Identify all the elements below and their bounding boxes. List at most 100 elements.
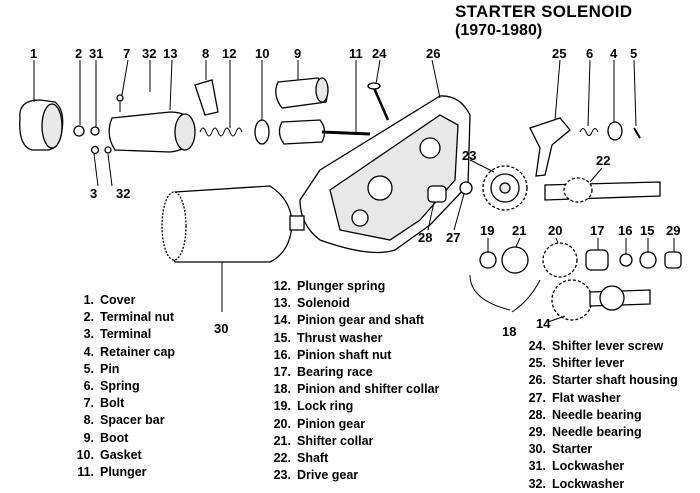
callout-9: 9 (294, 46, 301, 61)
legend-label: Lockwasher (552, 476, 625, 491)
legend-item: 6. Spring (70, 378, 175, 395)
callout-20: 20 (548, 223, 562, 238)
legend-label: Bolt (100, 396, 125, 411)
legend-label: Pinion shaft nut (297, 347, 392, 362)
callout-3: 3 (90, 186, 97, 201)
callout-labels: 1 2 31 7 32 13 8 12 10 9 11 24 26 25 6 4… (30, 46, 680, 339)
legend-number: 32. (528, 476, 546, 491)
legend-label: Bearing race (297, 365, 373, 380)
legend-number: 27. (528, 390, 546, 405)
callout-25: 25 (552, 46, 566, 61)
legend-label: Spring (100, 379, 140, 394)
legend-number: 29. (528, 425, 546, 440)
legend-number: 18. (273, 382, 291, 397)
legend-label: Flat washer (552, 390, 621, 405)
legend-number: 20. (273, 416, 291, 431)
part-pinion-gear-and-shaft (551, 279, 651, 321)
part-shifter-lever (529, 117, 571, 177)
legend-label: Lock ring (297, 399, 354, 414)
legend-label: Pinion gear (297, 416, 366, 431)
callout-11: 11 (349, 46, 363, 61)
legend-label: Plunger spring (297, 279, 386, 293)
legend-item: 2.Terminal nut (70, 309, 175, 326)
legend-number: 3. (83, 327, 94, 342)
legend-label: Shaft (297, 451, 329, 466)
legend-label: Starter (552, 442, 593, 457)
part-starter (161, 185, 305, 263)
legend-number: 28. (528, 407, 546, 422)
part-boot (275, 77, 329, 109)
part-drive-gear (482, 165, 528, 211)
legend-label: Spacer bar (100, 413, 165, 428)
legend-number: 19. (273, 399, 291, 414)
legend-label: Solenoid (297, 296, 350, 311)
legend-label: Gasket (100, 447, 142, 462)
legend-label: Lockwasher (552, 459, 625, 474)
part-solenoid (108, 94, 196, 153)
legend-item: 21. Shifter collar (265, 433, 439, 450)
legend-number: 8. (83, 413, 94, 428)
legend-label: Pinion gear and shaft (297, 313, 425, 328)
legend-number: 31. (528, 459, 546, 474)
legend-column-3: 24.Shifter lever screw 25.Shifter lever … (520, 338, 678, 493)
legend-label: Shifter collar (297, 433, 374, 448)
legend-label: Pin (100, 361, 120, 376)
part-starter-shaft-housing (299, 95, 471, 254)
callout-18: 18 (502, 324, 516, 339)
diagram-title: STARTER SOLENOID (455, 2, 633, 21)
legend-item: 28.Needle bearing (520, 407, 678, 424)
legend-number: 26. (528, 373, 546, 388)
legend-number: 23. (273, 468, 291, 483)
legend-item: 9.Boot (70, 430, 175, 447)
callout-28: 28 (418, 230, 432, 245)
diagram-subtitle: (1970-1980) (455, 22, 543, 39)
legend-label: Retainer cap (100, 344, 176, 359)
legend-number: 21. (273, 433, 291, 448)
callout-4: 4 (610, 46, 618, 61)
legend-label: Thrust washer (297, 330, 383, 345)
legend-label: Cover (100, 293, 136, 307)
callout-7: 7 (123, 46, 130, 61)
legend-number: 1. (83, 293, 94, 307)
legend-item: 13.Solenoid (265, 295, 439, 312)
callout-27: 27 (446, 230, 460, 245)
part-cover (19, 99, 64, 151)
callout-31: 31 (89, 46, 103, 61)
part-pinion-assembly-row (479, 242, 682, 278)
part-spacer-bar (194, 79, 219, 116)
callout-16: 16 (618, 223, 632, 238)
legend-number: 5. (83, 361, 94, 376)
legend-number: 4. (83, 344, 94, 359)
part-terminal-hardware (73, 125, 112, 155)
callout-23: 23 (462, 148, 476, 163)
legend-item: 3.Terminal (70, 326, 175, 343)
callout-1: 1 (30, 46, 37, 61)
legend-number: 17. (273, 365, 291, 380)
legend-item: 18.Pinion and shifter collar (265, 381, 440, 398)
legend-item: 26. Starter shaft housing (520, 372, 678, 389)
callout-6: 6 (586, 46, 593, 61)
legend-item: 15.Thrust washer (265, 330, 439, 347)
legend-number: 6. (83, 379, 94, 394)
legend-column-1: 1. Cover 2.Terminal nut 3.Terminal 4. Reta… (70, 292, 175, 481)
callout-12: 12 (222, 46, 236, 61)
legend-label: Starter shaft housing (552, 373, 678, 388)
legend-number: 16. (273, 347, 291, 362)
legend-number: 11. (77, 465, 94, 480)
callout-13: 13 (163, 46, 177, 61)
legend-item: 23.Drive gear (265, 467, 439, 484)
callout-32b: 32 (116, 186, 130, 201)
legend-item: 12. Plunger spring (265, 278, 439, 295)
legend-number: 12. (273, 279, 291, 293)
callout-32: 32 (142, 46, 156, 61)
legend-item: 22.Shaft (265, 450, 439, 467)
callout-22: 22 (596, 153, 610, 168)
legend-label: Terminal nut (100, 310, 175, 325)
legend-number: 30. (528, 442, 546, 457)
part-shifter-lever-screw (367, 82, 390, 121)
legend-item: 27. Flat washer (520, 390, 678, 407)
legend-item: 10.Gasket (70, 447, 175, 464)
legend-item: 29.Needle bearing (520, 424, 678, 441)
callout-21: 21 (512, 223, 526, 238)
